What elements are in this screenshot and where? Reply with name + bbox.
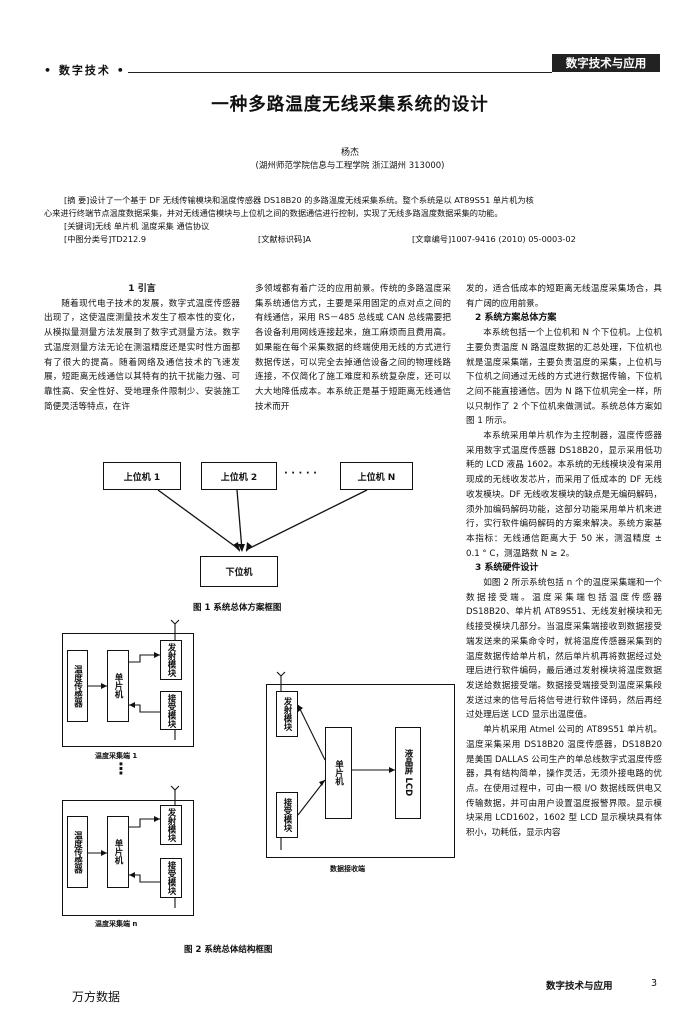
column-1: 1 引言 随着现代电子技术的发展，数字式温度传感器出现了，这使温度测量技术发生了… — [44, 282, 240, 414]
mcu-box-1: 单片机 — [107, 650, 129, 722]
header-rule — [128, 72, 552, 73]
page-number: 3 — [651, 978, 658, 989]
receiver-receiver-box: 接受模块 — [276, 792, 298, 838]
keywords: [关键词]无线 单片机 温度采集 通信协议 — [64, 221, 210, 231]
section-tag: • 数字技术 • — [44, 64, 126, 77]
paragraph-intro: 随着现代电子技术的发展，数字式温度传感器出现了，这使温度测量技术发生了根本性的变… — [44, 298, 240, 412]
lower-computer-box: 下位机 — [200, 556, 278, 587]
transmitter-box-1: 发射模块 — [160, 640, 182, 680]
receiver-transmitter-box: 发射模块 — [276, 691, 298, 737]
mcu-box-n: 单片机 — [107, 816, 129, 888]
figure-2-caption: 图 2 系统总体结构框图 — [184, 945, 273, 955]
sensor-box-1: 温度传感器 — [67, 650, 88, 722]
column-3: 发的，适合低成本的短距离无线温度采集场合，具有广阔的应用前景。 2 系统方案总体… — [466, 282, 662, 841]
watermark: 万方数据 — [72, 990, 121, 1004]
paragraph-scheme-1: 本系统包括一个上位机和 N 个下位机。上位机主要负责温度 N 路温度数据的汇总处… — [466, 328, 662, 427]
paper-title: 一种多路温度无线采集系统的设计 — [211, 95, 489, 115]
host-2-box: 上位机 2 — [201, 462, 277, 490]
column-name-badge: 数字技术与应用 — [552, 54, 660, 72]
section-heading-scheme: 2 系统方案总体方案 — [475, 313, 557, 324]
article-number: [文章编号]1007-9416 (2010) 05-0003-02 — [412, 234, 576, 244]
clc-number: [中图分类号]TD212.9 — [64, 234, 147, 244]
paragraph-scheme-2: 本系统采用单片机作为主控制器，温度传感器采用数字式温度传感器 DS18B20，显… — [466, 431, 662, 559]
collector-n-frame — [62, 800, 194, 916]
collector-n-label: 温度采集端 n — [95, 920, 138, 928]
receiver-module-box-n: 接受模块 — [160, 858, 182, 898]
footer-journal: 数字技术与应用 — [546, 981, 613, 992]
collector-1-label: 温度采集端 1 — [95, 752, 138, 760]
receiver-label: 数据接收端 — [330, 865, 365, 873]
column-2: 多领域都有着广泛的应用前景。传统的多路温度采集系统通信方式，主要是采用固定的点对… — [255, 282, 451, 414]
section-heading-intro: 1 引言 — [128, 284, 156, 294]
lcd-box: 液晶屏 LCD — [395, 727, 421, 819]
receiver-frame — [266, 684, 455, 858]
host-1-box: 上位机 1 — [103, 462, 181, 490]
receiver-mcu-box: 单片机 — [325, 727, 352, 819]
host-n-box: 上位机 N — [340, 462, 413, 490]
paragraph-intro-end: 发的，适合低成本的短距离无线温度采集场合，具有广阔的应用前景。 — [466, 284, 662, 309]
section-heading-hardware: 3 系统硬件设计 — [475, 563, 539, 574]
paragraph-hardware-1: 如图 2 所示系统包括 n 个的温度采集端和一个数据接受端。温度采集端包括温度传… — [466, 578, 662, 721]
ellipsis: · · · · · — [284, 468, 317, 479]
paragraph-hardware-2: 单片机采用 Atmel 公司的 AT89S51 单片机。温度采集采用 DS18B… — [466, 725, 662, 839]
abstract-line-1: [摘 要]设计了一个基于 DF 无线传输模块和温度传感器 DS18B20 的多路… — [64, 195, 534, 205]
sensor-box-n: 温度传感器 — [67, 816, 88, 888]
figure-1-caption: 图 1 系统总体方案框图 — [193, 603, 282, 613]
affiliation: (湖州师范学院信息与工程学院 浙江湖州 313000) — [255, 161, 445, 171]
abstract-line-2: 心来进行终端节点温度数据采集，并对无线通信模块与上位机之间的数据通信进行控制，实… — [44, 208, 503, 218]
transmitter-box-n: 发射模块 — [160, 805, 182, 845]
abstract: [摘 要]设计了一个基于 DF 无线传输模块和温度传感器 DS18B20 的多路… — [44, 194, 666, 246]
vertical-ellipsis: ⋮ — [113, 759, 129, 778]
collector-1-frame — [62, 633, 194, 747]
document-code: [文献标识码]A — [258, 234, 311, 244]
paragraph-intro-cont: 多领域都有着广泛的应用前景。传统的多路温度采集系统通信方式，主要是采用固定的点对… — [255, 284, 451, 412]
author: 杨杰 — [340, 148, 359, 158]
receiver-module-box-1: 接受模块 — [160, 691, 182, 730]
